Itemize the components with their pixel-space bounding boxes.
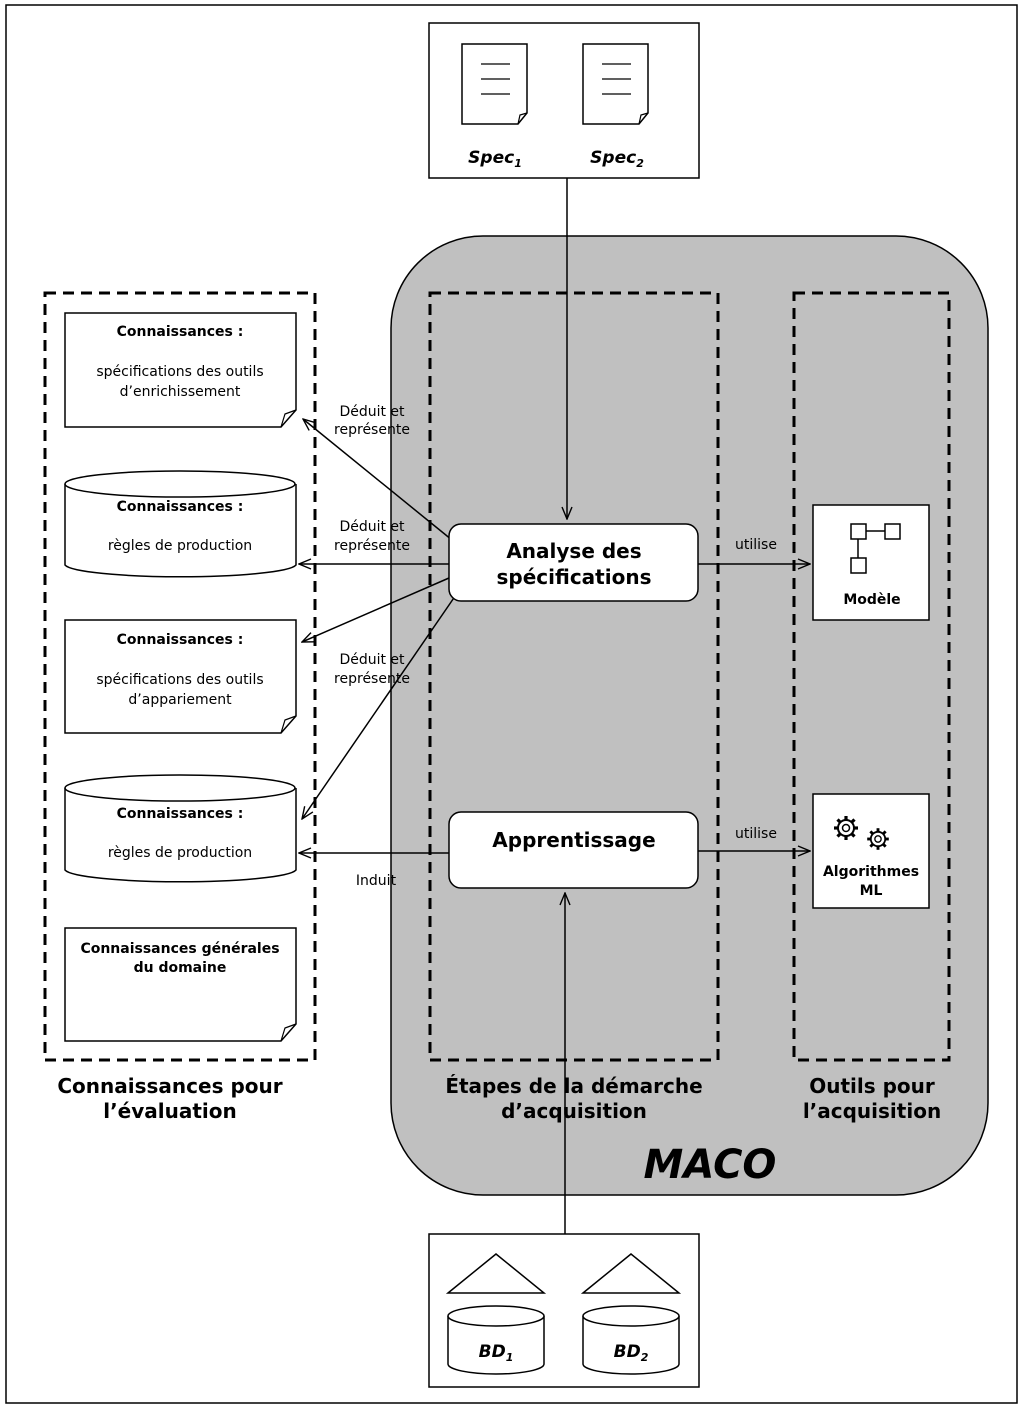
steps-group-label-2: d’acquisition [501, 1099, 647, 1123]
knowledge-general-line1: Connaissances générales [80, 941, 279, 957]
tools-group-label-1: Outils pour [809, 1074, 935, 1098]
analyse-line1: Analyse des [506, 539, 641, 563]
analyse-line2: spécifications [497, 565, 652, 589]
arrow-analyse-to-k1 [303, 419, 453, 541]
knowledge-group-label-1: Connaissances pour [57, 1074, 282, 1098]
tools-group-label-2: l’acquisition [803, 1099, 941, 1123]
knowledge-rules1-title: Connaissances : [117, 499, 244, 515]
label-deduit-1-line2: représente [334, 422, 410, 438]
algorithmes-box: Algorithmes ML [812, 793, 930, 909]
knowledge-matching-line2: d’appariement [128, 692, 232, 708]
algorithmes-line2: ML [860, 883, 883, 899]
knowledge-enrichment-title: Connaissances : [117, 324, 244, 340]
label-deduit-3-line1: Déduit et [339, 652, 405, 668]
knowledge-enrichment-line2: d’enrichissement [120, 384, 241, 400]
apprentissage-box: Apprentissage [448, 811, 699, 889]
label-deduit-3-line2: représente [334, 671, 410, 687]
spec1-document-icon [461, 43, 528, 125]
arrow-analyse-to-k4 [302, 588, 461, 819]
maco-region [390, 235, 989, 1196]
label-deduit-2-line2: représente [334, 538, 410, 554]
algorithmes-line1: Algorithmes [823, 864, 919, 880]
steps-group-box [428, 291, 720, 1062]
bd1-database-icon [447, 1305, 545, 1375]
steps-group-label-1: Étapes de la démarche [445, 1074, 702, 1098]
tools-group-box [792, 291, 951, 1062]
bd2-database-icon [582, 1305, 680, 1375]
label-utilise-2: utilise [735, 826, 777, 842]
modele-label: Modèle [843, 592, 900, 608]
apprentissage-label: Apprentissage [492, 828, 655, 852]
label-deduit-2-line1: Déduit et [339, 519, 405, 535]
knowledge-general-domain: Connaissances générales du domaine [64, 927, 297, 1042]
knowledge-production-rules-2: Connaissances : règles de production [64, 774, 297, 883]
label-deduit-1-line1: Déduit et [339, 404, 405, 420]
knowledge-general-line2: du domaine [134, 960, 227, 976]
knowledge-enrichment-line1: spécifications des outils [96, 364, 263, 380]
knowledge-matching-line1: spécifications des outils [96, 672, 263, 688]
knowledge-rules2-line1: règles de production [108, 845, 252, 861]
spec1-label: Spec1 [468, 148, 522, 170]
model-diagram-icon [850, 523, 901, 574]
knowledge-group-label-2: l’évaluation [103, 1099, 237, 1123]
label-induit: Induit [356, 873, 397, 889]
knowledge-group-box [43, 291, 317, 1062]
spec2-label: Spec2 [590, 148, 644, 170]
analyse-specifications-box: Analyse des spécifications [448, 523, 699, 602]
knowledge-matching-spec: Connaissances : spécifications des outil… [64, 619, 297, 734]
bd1-label: BD1 [479, 1342, 514, 1364]
knowledge-matching-title: Connaissances : [117, 632, 244, 648]
spec2-document-icon [582, 43, 649, 125]
bd2-triangle-icon [580, 1253, 682, 1294]
bd2-label: BD2 [614, 1342, 649, 1364]
knowledge-production-rules-1: Connaissances : règles de production [64, 470, 297, 578]
knowledge-enrichment-spec: Connaissances : spécifications des outil… [64, 312, 297, 428]
knowledge-rules2-title: Connaissances : [117, 806, 244, 822]
arrow-analyse-to-k3 [302, 577, 450, 642]
bd1-triangle-icon [445, 1253, 547, 1294]
arrows [299, 178, 810, 1234]
knowledge-rules1-line1: règles de production [108, 538, 252, 554]
label-utilise-1: utilise [735, 537, 777, 553]
modele-box: Modèle [812, 504, 930, 621]
maco-title: MACO [644, 1142, 777, 1188]
